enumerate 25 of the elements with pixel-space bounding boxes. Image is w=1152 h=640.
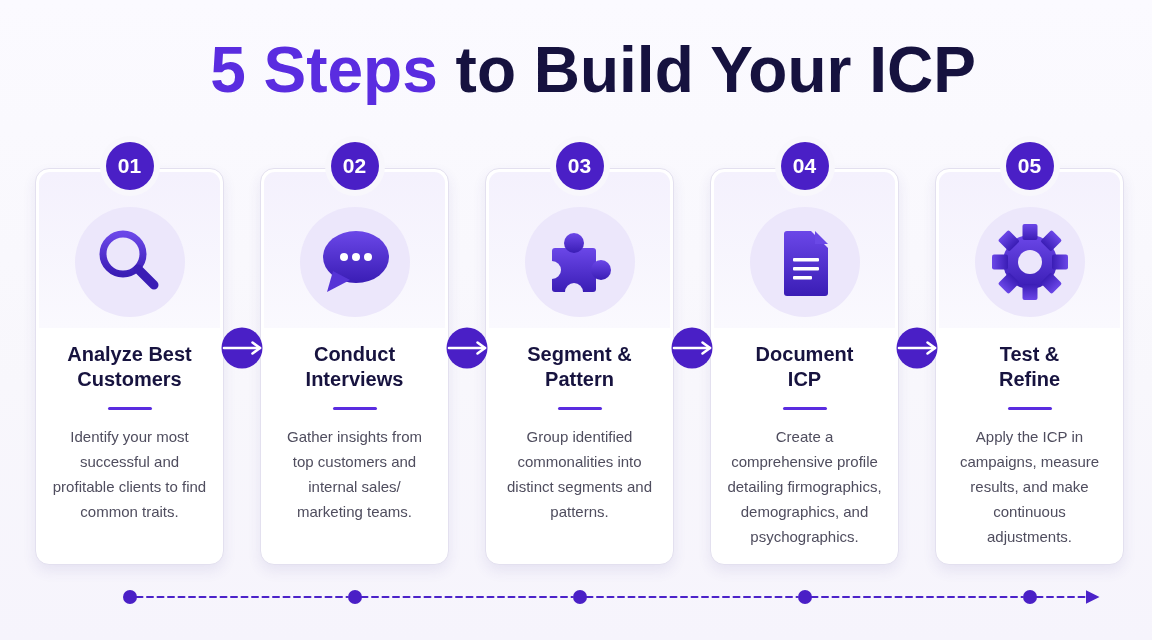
arrow (897, 341, 937, 355)
arrow (222, 341, 262, 355)
dashed-connector-line (135, 596, 349, 598)
step-title: Conduct Interviews (304, 342, 405, 392)
timeline-dot (347, 590, 362, 604)
arrow (447, 341, 487, 355)
step-description: Group identified commonalities into distinct segments and patterns. (505, 427, 654, 522)
dashed-connector-line (360, 596, 574, 598)
timeline-dot (122, 590, 137, 604)
timeline-dot (572, 590, 587, 604)
step-description: Create a comprehensive profile detailing firmographics, demographics, and psychographics. (726, 427, 883, 547)
step-title: Segment & Pattern (526, 342, 633, 392)
timeline-dot (1022, 590, 1037, 604)
step-title: Test & Refine (997, 342, 1062, 392)
timeline-dot (797, 590, 812, 604)
step-title: Analyze Best Customers (66, 342, 193, 392)
step-title: Document ICP (754, 342, 855, 392)
arrow (672, 341, 712, 355)
dashed-connector-line (585, 596, 799, 598)
dashed-arrow (1035, 590, 1101, 604)
step-description: Apply the ICP in campaigns, measure results, and make continuous adjustments. (958, 427, 1101, 547)
title: 5 Steps to Build Your ICP (210, 34, 976, 108)
step-description: Gather insights from top customers and internal sales/ marketing teams. (285, 427, 424, 522)
step-description: Identify your most successful and profitable clients to find common traits. (51, 427, 208, 522)
dashed-connector-line (810, 596, 1024, 598)
